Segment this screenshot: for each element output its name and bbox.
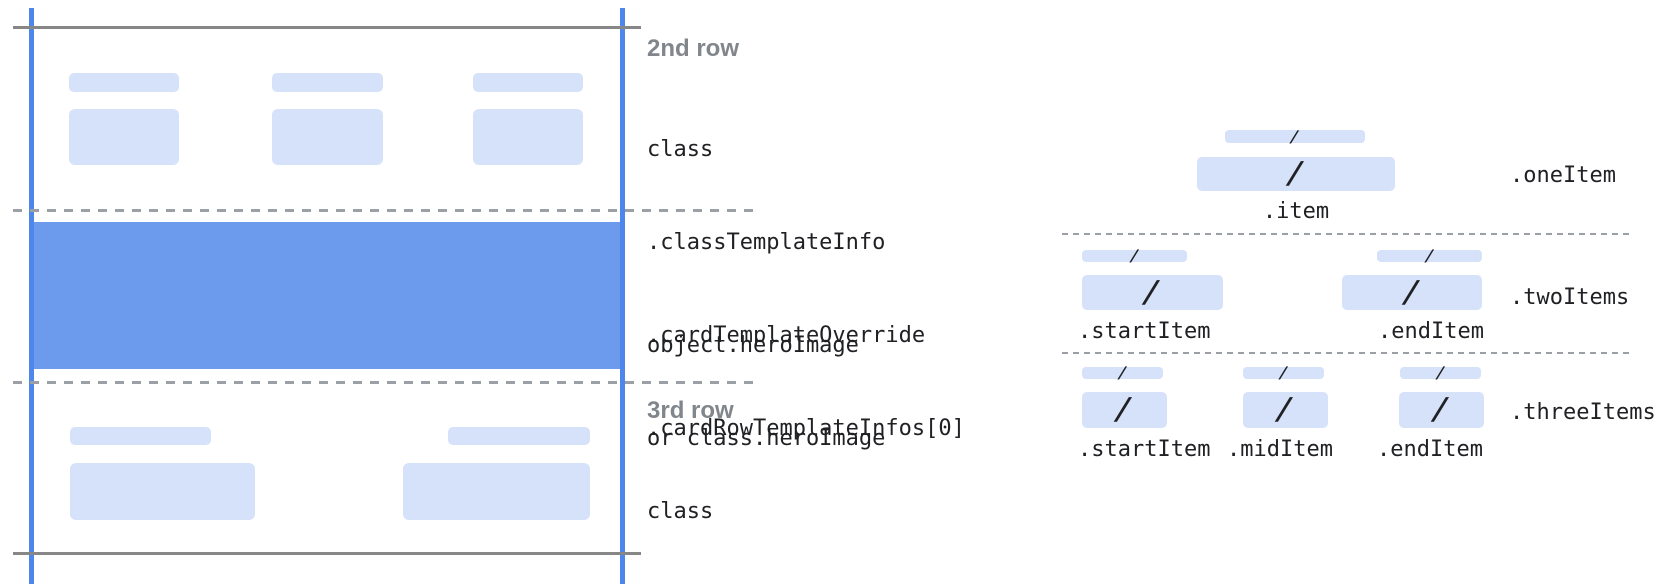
item-name-label: .startItem — [1078, 319, 1211, 344]
three-items-row-label: .threeItems — [1510, 400, 1656, 425]
item-name-label: .item — [1262, 199, 1330, 224]
two-items-end-label-bar: / — [1377, 246, 1482, 265]
row3-col1-label-placeholder — [70, 427, 211, 445]
row2-col1-body-placeholder — [69, 109, 179, 165]
row2-code-line: .classTemplateInfo — [647, 230, 886, 255]
three-items-start-label-bar: / — [1082, 363, 1163, 382]
item-name-label: .startItem — [1078, 437, 1211, 462]
row3-heading: 3rd row — [647, 397, 734, 424]
slash-glyph: / — [1141, 274, 1164, 310]
slash-glyph: / — [1401, 274, 1423, 310]
row3-code-line: class — [647, 499, 714, 524]
slash-glyph: / — [1285, 156, 1307, 191]
slash-glyph: / — [1430, 392, 1453, 427]
slash-glyph: / — [1128, 246, 1141, 265]
one-item-row-label: .oneItem — [1510, 163, 1616, 188]
row3-col1-body-placeholder — [70, 463, 255, 520]
row3-code-block: class .classTemplateInfo .cardTemplateOv… — [647, 434, 965, 584]
slash-glyph: / — [1289, 126, 1301, 146]
row2-col2-body-placeholder — [272, 109, 383, 165]
slash-glyph: / — [1116, 363, 1129, 382]
three-items-mid-label-bar: / — [1243, 363, 1324, 382]
row3-col2-label-placeholder — [448, 427, 590, 445]
row2-col1-label-placeholder — [69, 73, 179, 92]
card-right-guide-line — [620, 8, 625, 584]
three-items-mid-value-bar: / — [1243, 392, 1328, 428]
three-items-end-value-bar: / — [1399, 392, 1484, 428]
row2-code-line: .cardRowTemplateInfos[0] — [647, 416, 965, 441]
one-item-value-bar: / — [1197, 156, 1395, 191]
two-items-start-value-bar: / — [1082, 275, 1223, 310]
row2-code-block: class .classTemplateInfo .cardTemplateOv… — [647, 72, 965, 506]
card-left-guide-line — [29, 8, 34, 584]
card-bottom-boundary-line — [13, 552, 641, 555]
hero-code-block: object.heroImage or class.heroImage — [647, 268, 885, 516]
section-divider-dash-2 — [1062, 352, 1630, 354]
hero-code-line: object.heroImage — [647, 333, 859, 358]
hero-image-band — [34, 222, 620, 369]
two-items-start-label-bar: / — [1082, 246, 1187, 265]
two-items-row-label: .twoItems — [1510, 285, 1630, 310]
slash-glyph: / — [1277, 363, 1290, 382]
item-name-label: .endItem — [1378, 319, 1484, 344]
row2-code-line: class — [647, 137, 714, 162]
slash-glyph: / — [1434, 363, 1447, 382]
row2-col2-label-placeholder — [272, 73, 383, 92]
slash-glyph: / — [1113, 392, 1136, 427]
one-item-label-bar: / — [1225, 126, 1365, 146]
two-items-end-value-bar: / — [1342, 275, 1482, 310]
item-name-label: .midItem — [1227, 437, 1333, 462]
card-top-boundary-line — [13, 26, 641, 29]
slash-glyph: / — [1274, 392, 1297, 427]
section-divider-dash-1 — [1062, 233, 1630, 235]
three-items-start-value-bar: / — [1082, 392, 1167, 428]
row-divider-dash-top — [13, 209, 757, 212]
row2-heading: 2nd row — [647, 35, 740, 62]
row2-col3-body-placeholder — [473, 109, 583, 165]
hero-code-line: or class.heroImage — [647, 426, 886, 451]
row3-col2-body-placeholder — [403, 463, 590, 520]
item-name-label: .endItem — [1377, 437, 1483, 462]
row2-col3-label-placeholder — [473, 73, 583, 92]
row2-code-line: .cardTemplateOverride — [647, 323, 926, 348]
slash-glyph: / — [1423, 246, 1436, 265]
row-divider-dash-bottom — [13, 381, 757, 384]
three-items-end-label-bar: / — [1400, 363, 1481, 382]
